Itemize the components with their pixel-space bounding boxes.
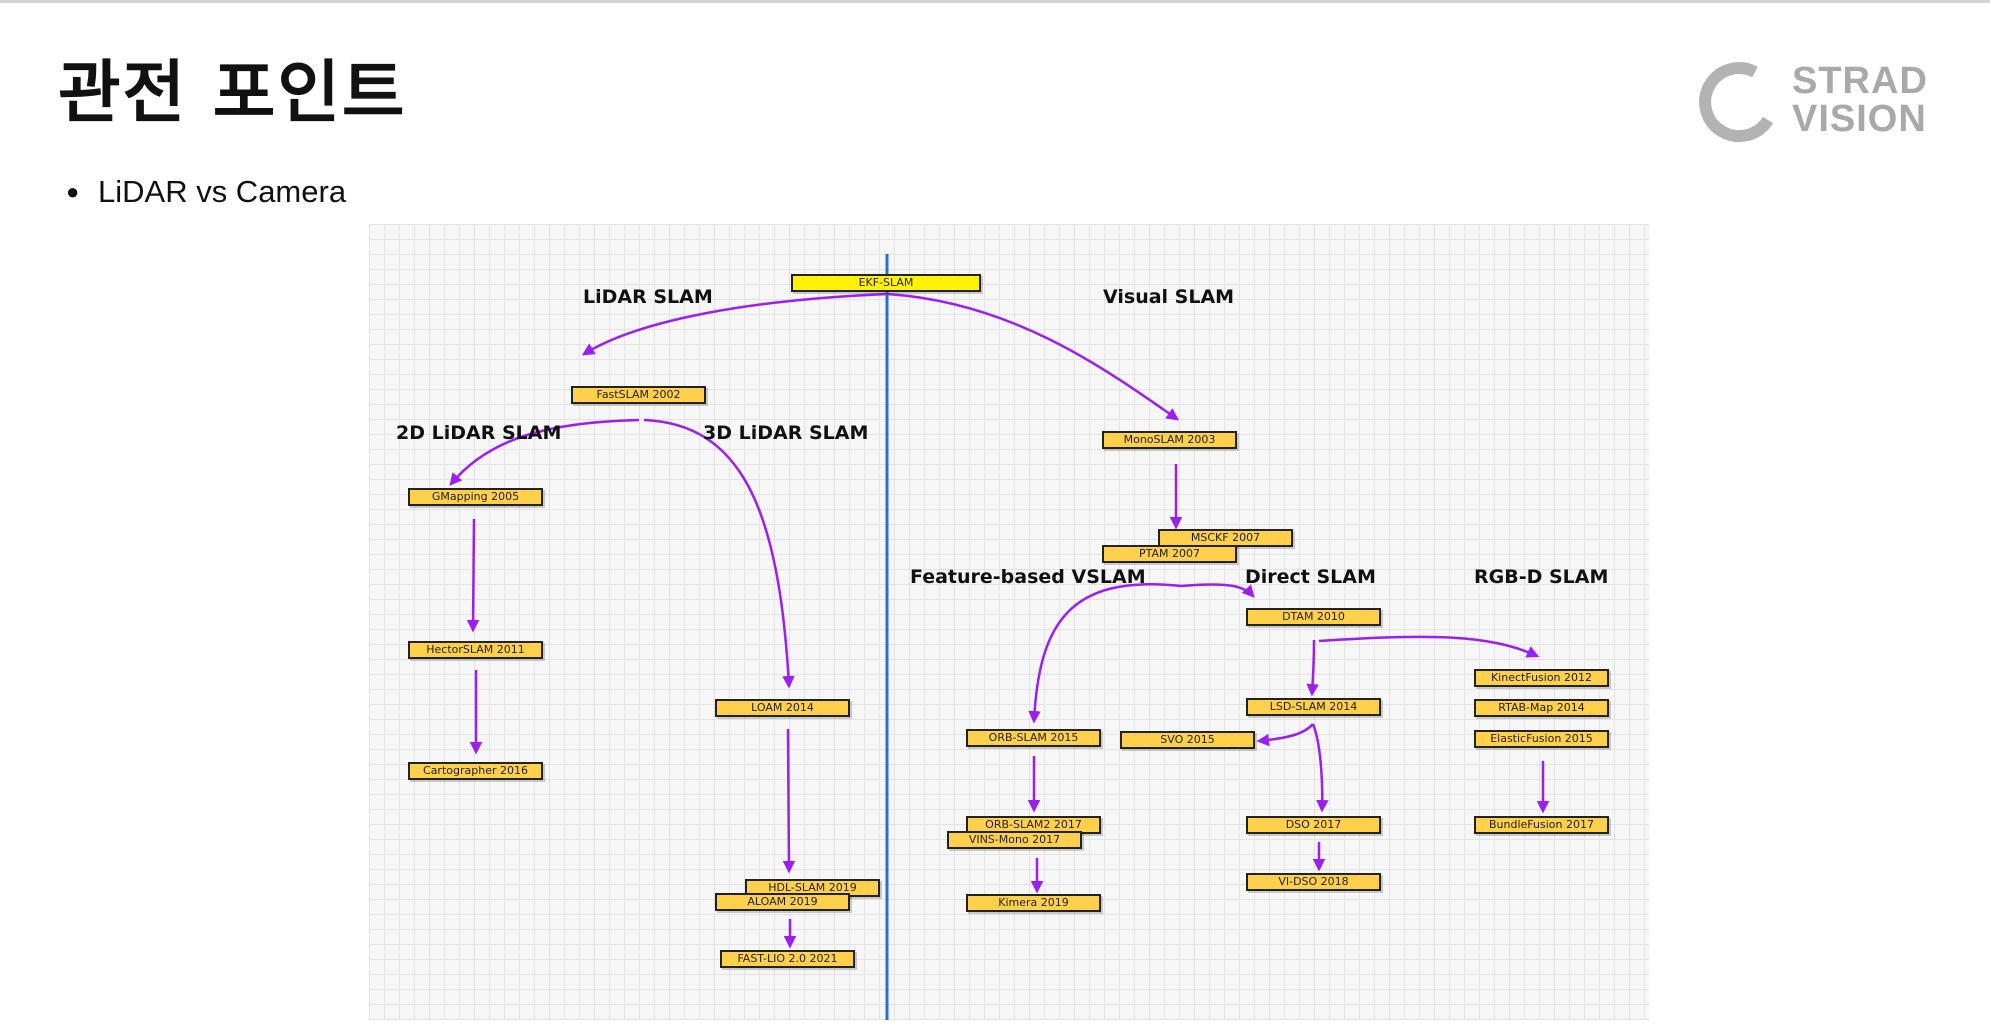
arrow-gmapping-hectorslam [466, 518, 480, 633]
bullet-item: ● LiDAR vs Camera [66, 172, 346, 212]
node-hdl-slam: HDL-SLAM 2019 [745, 879, 880, 897]
node-hectorslam: HectorSLAM 2011 [408, 641, 543, 659]
logo-line-1: STRAD [1792, 60, 1928, 102]
heading-lidar-slam: LiDAR SLAM [583, 286, 713, 308]
node-fast-lio: FAST-LIO 2.0 2021 [720, 950, 855, 968]
node-ptam: PTAM 2007 [1102, 545, 1237, 563]
heading-feature-based-vslam: Feature-based VSLAM [910, 566, 1146, 588]
arrow-lsdslam-dso [1311, 723, 1329, 813]
slam-history-diagram: LiDAR SLAM Visual SLAM 2D LiDAR SLAM 3D … [369, 224, 1649, 1020]
node-vi-dso: VI-DSO 2018 [1246, 873, 1381, 891]
node-aloam: ALOAM 2019 [715, 893, 850, 911]
node-gmapping: GMapping 2005 [408, 488, 543, 506]
node-elasticfusion: ElasticFusion 2015 [1474, 730, 1609, 748]
node-loam: LOAM 2014 [715, 699, 850, 717]
node-ekf-slam: EKF-SLAM [791, 274, 981, 292]
arrow-lsdslam-svo [1256, 723, 1314, 747]
arrow-ptam-orbslam [1028, 583, 1182, 724]
arrow-ekf-monoslam [886, 292, 1180, 421]
stradvision-logo: STRAD VISION [1695, 56, 1945, 152]
node-fastslam: FastSLAM 2002 [571, 386, 706, 404]
node-svo: SVO 2015 [1120, 731, 1255, 749]
heading-rgbd-slam: RGB-D SLAM [1474, 566, 1609, 588]
arrow-fastslam-gmapping [449, 418, 640, 486]
bullet-dot-icon: ● [66, 179, 80, 204]
node-orb-slam: ORB-SLAM 2015 [966, 729, 1101, 747]
node-dtam: DTAM 2010 [1246, 608, 1381, 626]
node-monoslam: MonoSLAM 2003 [1102, 431, 1237, 449]
bullet-text: LiDAR vs Camera [98, 174, 347, 209]
node-bundlefusion: BundleFusion 2017 [1474, 816, 1609, 834]
arrow-ekf-fastslam [581, 292, 888, 356]
node-kinectfusion: KinectFusion 2012 [1474, 669, 1609, 687]
heading-3d-lidar-slam: 3D LiDAR SLAM [703, 422, 869, 444]
logo-line-2: VISION [1792, 98, 1927, 140]
node-rtab-map: RTAB-Map 2014 [1474, 699, 1609, 717]
arrow-dtam-lsdslam [1306, 639, 1319, 697]
top-divider [0, 0, 1990, 3]
node-kimera: Kimera 2019 [966, 894, 1101, 912]
arrow-ptam-dtam [1180, 583, 1255, 598]
page-title: 관전 포인트 [58, 54, 407, 133]
diagram-connectors [449, 254, 1550, 1020]
node-dso: DSO 2017 [1246, 816, 1381, 834]
node-orb-slam2: ORB-SLAM2 2017 [966, 816, 1101, 834]
heading-2d-lidar-slam: 2D LiDAR SLAM [396, 422, 562, 444]
heading-visual-slam: Visual SLAM [1103, 286, 1235, 308]
arrow-dtam-kinectfusion [1318, 635, 1540, 658]
node-lsd-slam: LSD-SLAM 2014 [1246, 698, 1381, 716]
heading-direct-slam: Direct SLAM [1245, 566, 1376, 588]
arrow-fastslam-loam [643, 418, 795, 689]
logo-ring-icon [1699, 62, 1774, 143]
arrow-loam-hdlslam [782, 728, 796, 874]
node-vins-mono: VINS-Mono 2017 [947, 831, 1082, 849]
node-cartographer: Cartographer 2016 [408, 762, 543, 780]
